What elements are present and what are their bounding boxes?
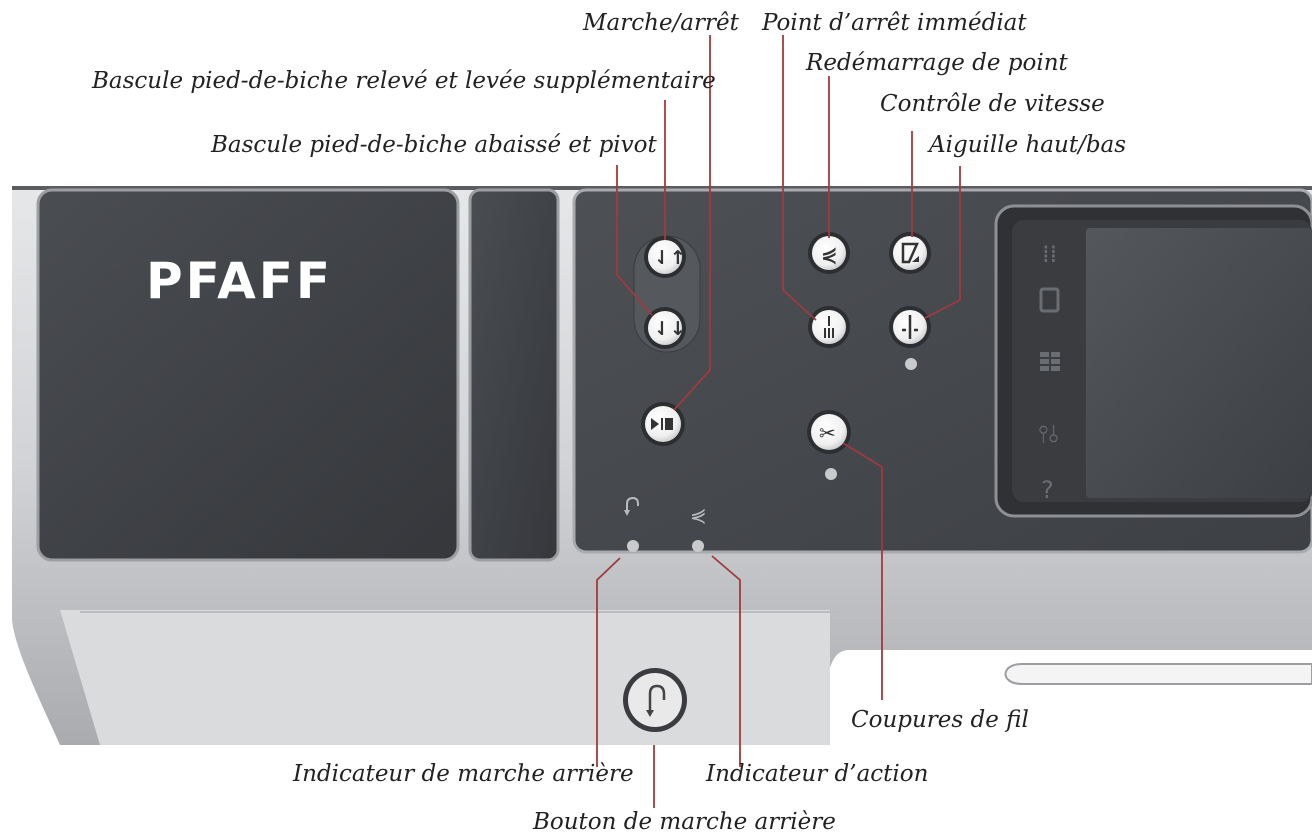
reverse-icon xyxy=(646,684,666,717)
label-thread-cutter: Coupures de fil xyxy=(851,707,1029,733)
thread-cutter-led xyxy=(825,468,837,480)
leader-presser-down xyxy=(616,165,653,316)
label-reverse-button: Bouton de marche arrière xyxy=(532,809,836,835)
speed-control-icon xyxy=(901,242,919,264)
label-presser-down: Bascule pied-de-biche abaissé et pivot xyxy=(210,132,657,158)
presser-foot-down-button[interactable]: ⇃↓ xyxy=(644,307,686,349)
reverse-indicator-icon xyxy=(626,496,639,512)
presser-foot-up-button[interactable]: ⇃↑ xyxy=(644,236,686,278)
front-rail xyxy=(1004,663,1312,685)
label-needle-updown: Aiguille haut/bas xyxy=(927,132,1126,158)
start-stop-button[interactable] xyxy=(641,402,685,446)
action-indicator-led xyxy=(692,540,704,552)
screen-nav-icons: ⁞⁞ ⫯⫰ ? xyxy=(1038,240,1060,504)
presser-foot-down-icon: ⇃↓ xyxy=(654,318,686,340)
label-stitch-restart: Redémarrage de point xyxy=(805,50,1069,76)
screen-display[interactable] xyxy=(1086,228,1312,498)
thread-cutter-button[interactable]: ✂ xyxy=(807,410,851,454)
leader-on-off xyxy=(673,35,711,411)
label-immediate-stop: Point d’arrêt immédiat xyxy=(761,10,1027,36)
side-panel xyxy=(468,188,560,562)
brand-logo: PFAFF xyxy=(146,252,333,310)
settings-tools-icon[interactable]: ⫯⫰ xyxy=(1038,420,1059,448)
stitch-restart-icon: ⋞ xyxy=(821,242,838,266)
embroidery-mode-icon[interactable]: ⁞⁞ xyxy=(1042,240,1057,268)
start-stop-icon xyxy=(651,418,673,430)
top-dark-strip xyxy=(12,186,1312,190)
label-action-indicator: Indicateur d’action xyxy=(705,761,928,787)
presser-foot-up-icon: ⇃↑ xyxy=(654,247,686,269)
help-icon[interactable]: ? xyxy=(1041,476,1054,504)
label-speed-control: Contrôle de vitesse xyxy=(880,91,1105,117)
sewing-mode-icon[interactable] xyxy=(1039,287,1060,313)
action-indicator-icon: ⋞ xyxy=(690,503,707,527)
leader-needle xyxy=(924,166,961,319)
label-reverse-indicator: Indicateur de marche arrière xyxy=(292,761,634,787)
callout-labels: Marche/arrêt Point d’arrêt immédiat Basc… xyxy=(91,10,1126,835)
needle-up-down-button[interactable] xyxy=(889,306,931,348)
tie-off-button[interactable] xyxy=(808,306,850,348)
scissors-icon: ✂ xyxy=(819,421,836,445)
menu-grid-icon[interactable] xyxy=(1040,352,1060,371)
leader-action-indicator xyxy=(711,555,741,767)
leader-lines xyxy=(596,35,961,808)
touch-screen: ⁞⁞ ⫯⫰ ? xyxy=(994,204,1312,518)
needle-position-led xyxy=(905,358,917,370)
action-indicator: ⋞ xyxy=(690,503,707,552)
tie-off-icon xyxy=(824,316,834,338)
label-presser-up: Bascule pied-de-biche relevé et levée su… xyxy=(91,68,716,94)
leader-cutter xyxy=(842,442,883,700)
reverse-button[interactable] xyxy=(623,668,687,732)
reverse-indicator xyxy=(624,496,639,552)
needle-up-down-icon xyxy=(902,315,918,339)
reverse-indicator-led xyxy=(627,540,639,552)
leader-reverse-indicator xyxy=(596,557,621,767)
speed-control-button[interactable] xyxy=(889,232,931,274)
label-on-off: Marche/arrêt xyxy=(582,10,740,36)
stitch-restart-button[interactable]: ⋞ xyxy=(808,232,850,274)
brand-panel: PFAFF xyxy=(36,188,460,562)
leader-immediate-stop xyxy=(782,35,817,321)
